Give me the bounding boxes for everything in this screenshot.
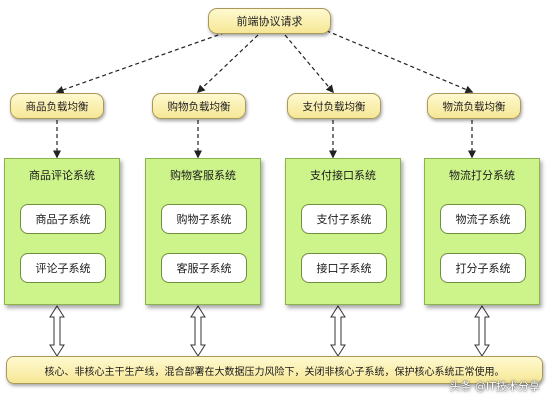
load-balancer-payment: 支付负载均衡 xyxy=(287,93,381,119)
system-logistics-rating: 物流打分系统 物流子系统 打分子系统 xyxy=(424,158,540,305)
system-title: 商品评论系统 xyxy=(29,169,95,182)
system-title: 支付接口系统 xyxy=(310,169,376,182)
subsystem-shopping: 购物子系统 xyxy=(161,204,247,234)
subsystem-logistics: 物流子系统 xyxy=(440,204,526,234)
dashed-arrow-to-lb-1 xyxy=(55,27,239,94)
core-production-line-text: 核心、非核心主干生产线，混合部署在大数据压力风险下，关闭非核心子系统，保护核心系… xyxy=(44,366,505,378)
watermark: 头条 @IT技术分享 xyxy=(449,380,540,393)
system-goods-review: 商品评论系统 商品子系统 评论子系统 xyxy=(4,158,120,305)
dashed-arrow-to-lb-4 xyxy=(319,27,474,94)
frontend-request-node: 前端协议请求 xyxy=(208,8,331,34)
subsystem-goods: 商品子系统 xyxy=(20,204,106,234)
double-arrow-4 xyxy=(474,305,490,357)
dashed-arrow-to-lb-3 xyxy=(284,34,334,94)
system-title: 物流打分系统 xyxy=(449,169,515,182)
load-balancer-goods: 商品负载均衡 xyxy=(10,93,104,119)
double-arrow-2 xyxy=(190,305,206,357)
subsystem-review: 评论子系统 xyxy=(20,253,106,283)
load-balancer-logistics: 物流负载均衡 xyxy=(427,93,521,119)
double-arrow-1 xyxy=(49,305,65,357)
system-payment-interface: 支付接口系统 支付子系统 接口子系统 xyxy=(285,158,401,305)
load-balancer-shopping: 购物负载均衡 xyxy=(152,93,246,119)
subsystem-customer-service: 客服子系统 xyxy=(161,253,247,283)
subsystem-interface: 接口子系统 xyxy=(301,253,387,283)
system-title: 购物客服系统 xyxy=(170,169,236,182)
double-arrow-3 xyxy=(330,305,346,357)
dashed-arrow-to-lb-2 xyxy=(196,34,259,94)
subsystem-rating: 打分子系统 xyxy=(440,253,526,283)
system-shopping-service: 购物客服系统 购物子系统 客服子系统 xyxy=(145,158,261,305)
core-production-line-bar: 核心、非核心主干生产线，混合部署在大数据压力风险下，关闭非核心子系统，保护核心系… xyxy=(6,356,543,384)
subsystem-payment: 支付子系统 xyxy=(301,204,387,234)
